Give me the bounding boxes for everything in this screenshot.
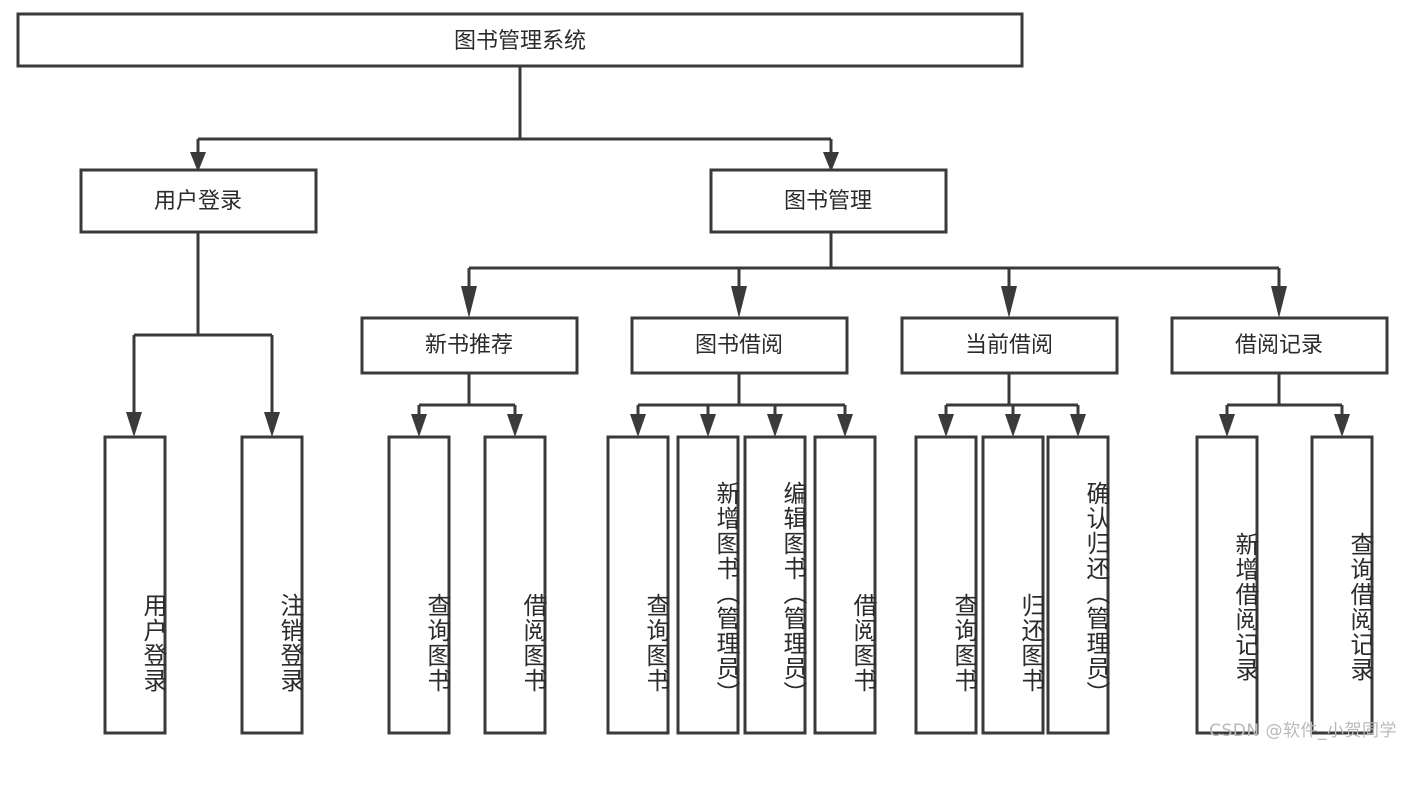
- leaf-box-bookborrow-edit[interactable]: [743, 435, 807, 735]
- arrow-head-current-borrow: [1001, 286, 1017, 318]
- arrow-head-leaf-bookborrow-1: [630, 414, 646, 437]
- leaf-box-bookborrow-borrow[interactable]: [813, 435, 877, 735]
- arrow-head-leaf-currentborrow-1: [938, 414, 954, 437]
- arrow-head-leaf-currentborrow-3: [1070, 414, 1086, 437]
- leaf-box-borrowrecord-add[interactable]: [1195, 435, 1259, 735]
- leaf-box-currentborrow-confirm[interactable]: [1046, 435, 1110, 735]
- node-label-root: 图书管理系统: [454, 29, 586, 54]
- leaf-box-user-login-logout[interactable]: [240, 435, 304, 735]
- leaf-box-bookborrow-query[interactable]: [606, 435, 670, 735]
- leaf-box-currentborrow-query[interactable]: [914, 435, 978, 735]
- node-label-new-book-recommend: 新书推荐: [425, 333, 513, 358]
- watermark-text: CSDN @软件_小贺同学: [1209, 721, 1397, 741]
- node-borrow-record[interactable]: 借阅记录: [1170, 316, 1389, 375]
- node-label-current-borrow: 当前借阅: [965, 333, 1053, 358]
- arrow-head-leaf-newbook-2: [507, 414, 523, 437]
- node-box-borrow-record[interactable]: [1170, 316, 1389, 375]
- tree-diagram-svg: 图书管理系统 用户登录 图书管理 新书推荐 图书借阅 当前借阅 借阅记录: [16, 12, 1389, 735]
- leaf-box-currentborrow-return[interactable]: [981, 435, 1045, 735]
- node-label-user-login: 用户登录: [154, 189, 242, 214]
- node-label-borrow-record: 借阅记录: [1235, 333, 1323, 358]
- node-label-book-borrow: 图书借阅: [695, 333, 783, 358]
- arrow-head-leaf-bookborrow-4: [837, 414, 853, 437]
- connector-layer: [126, 66, 1350, 437]
- node-box-root[interactable]: [16, 12, 1024, 68]
- arrow-head-leaf-bookborrow-2: [700, 414, 716, 437]
- node-box-book-management[interactable]: [709, 168, 948, 234]
- arrow-head-leaf-currentborrow-2: [1005, 414, 1021, 437]
- node-root-book-management-system[interactable]: 图书管理系统: [16, 12, 1024, 68]
- node-book-borrow[interactable]: 图书借阅: [630, 316, 849, 375]
- leaf-box-newbook-borrow[interactable]: [483, 435, 547, 735]
- arrow-head-leaf-user-login-1: [126, 412, 142, 437]
- node-box-book-borrow[interactable]: [630, 316, 849, 375]
- arrow-head-leaf-newbook-1: [411, 414, 427, 437]
- arrow-head-book-borrow: [731, 286, 747, 318]
- node-user-login[interactable]: 用户登录: [79, 168, 318, 234]
- leaf-box-newbook-query[interactable]: [387, 435, 451, 735]
- leaf-box-bookborrow-add[interactable]: [676, 435, 740, 735]
- node-new-book-recommend[interactable]: 新书推荐: [360, 316, 579, 375]
- node-box-new-book-recommend[interactable]: [360, 316, 579, 375]
- arrow-head-leaf-borrowrecord-1: [1219, 414, 1235, 437]
- node-current-borrow[interactable]: 当前借阅: [900, 316, 1119, 375]
- arrow-head-leaf-user-login-2: [264, 412, 280, 437]
- node-book-management[interactable]: 图书管理: [709, 168, 948, 234]
- leaf-box-borrowrecord-query[interactable]: [1310, 435, 1374, 735]
- arrow-head-leaf-borrowrecord-2: [1334, 414, 1350, 437]
- diagram-canvas: 图书管理系统 用户登录 图书管理 新书推荐 图书借阅 当前借阅 借阅记录: [16, 12, 1397, 741]
- node-label-book-management: 图书管理: [784, 189, 872, 214]
- node-box-current-borrow[interactable]: [900, 316, 1119, 375]
- node-box-user-login[interactable]: [79, 168, 318, 234]
- arrow-head-leaf-bookborrow-3: [767, 414, 783, 437]
- arrow-head-user-login: [190, 152, 206, 172]
- leaf-box-user-login-login[interactable]: [103, 435, 167, 735]
- arrow-head-book-mgmt: [823, 152, 839, 172]
- arrow-head-new-book: [461, 286, 477, 318]
- arrow-head-borrow-record: [1271, 286, 1287, 318]
